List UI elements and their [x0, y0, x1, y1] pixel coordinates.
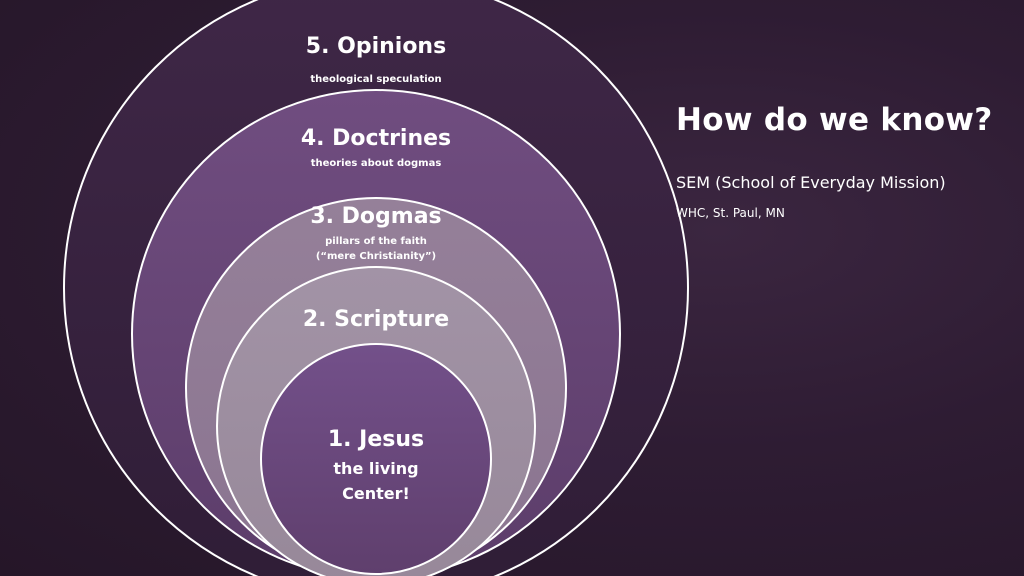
slide-title: How do we know? — [676, 102, 993, 138]
layer-dogmas-title: 3. Dogmas — [310, 204, 441, 229]
slide-location: WHC, St. Paul, MN — [676, 206, 785, 220]
layer-doctrines-title: 4. Doctrines — [301, 126, 451, 151]
layer-opinions-subtitle: theological speculation — [310, 74, 441, 85]
layer-opinions-title: 5. Opinions — [306, 34, 446, 59]
layer-jesus-line-1: the living — [333, 459, 418, 478]
layer-jesus-title: 1. Jesus — [328, 427, 424, 452]
layer-dogmas-line-1: pillars of the faith — [325, 236, 427, 247]
circle-jesus — [260, 343, 492, 575]
layer-doctrines-subtitle: theories about dogmas — [311, 158, 442, 169]
layer-dogmas-line-2: (“mere Christianity”) — [316, 251, 436, 262]
layer-jesus-line-2: Center! — [342, 484, 410, 503]
layer-scripture-title: 2. Scripture — [303, 307, 449, 332]
slide-subtitle: SEM (School of Everyday Mission) — [676, 173, 946, 192]
layer-jesus: 1. Jesus the living Center! — [260, 343, 492, 575]
title-panel: How do we know? SEM (School of Everyday … — [676, 100, 1016, 221]
